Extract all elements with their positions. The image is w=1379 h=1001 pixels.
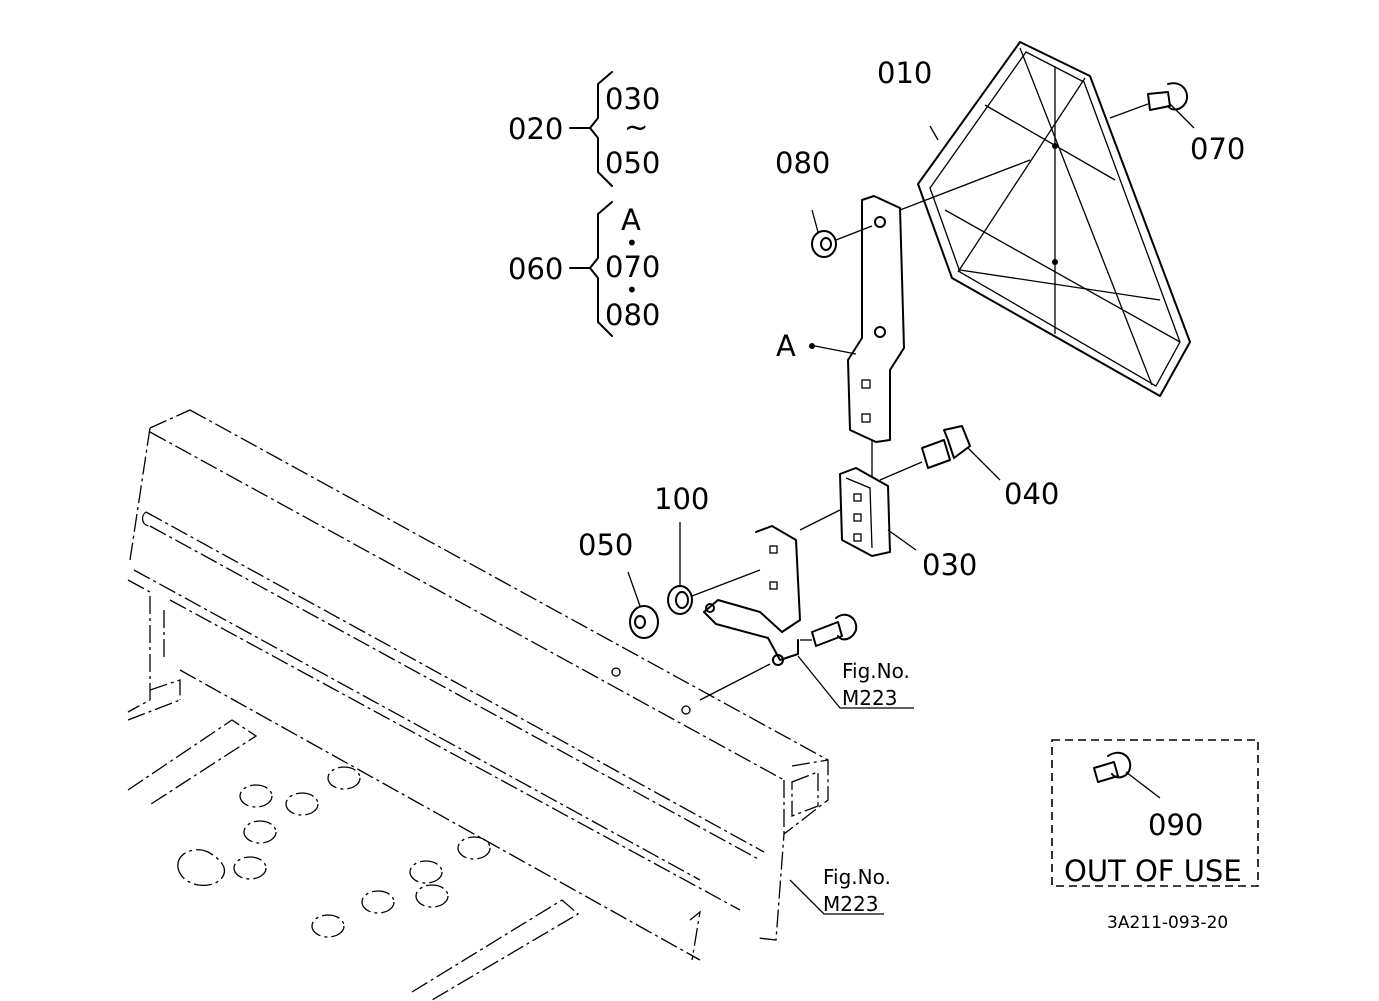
out-of-use-box — [1051, 739, 1259, 887]
clip-030 — [799, 467, 917, 557]
nut-080 — [811, 209, 873, 258]
label-010: 010 — [877, 56, 932, 90]
plate-a — [809, 159, 1031, 478]
label-030: 030 — [922, 548, 977, 582]
screw-m223 — [800, 613, 858, 647]
label-020: 020 — [508, 112, 563, 146]
label-a-group: A — [621, 203, 641, 237]
nut-050 — [627, 571, 659, 639]
label-080: 080 — [775, 146, 830, 180]
frame-beam — [127, 409, 829, 1001]
label-m223-2: M223 — [823, 892, 878, 916]
label-fig-no-1: Fig.No. — [842, 659, 910, 683]
reflector-010 — [917, 41, 1191, 397]
label-fig-no-2: Fig.No. — [823, 865, 891, 889]
group-bracket-060 — [569, 201, 613, 337]
label-tilde: ~ — [624, 110, 648, 144]
label-a: A — [776, 329, 796, 363]
label-040: 040 — [1004, 477, 1059, 511]
leader-lines — [789, 655, 914, 915]
label-m223-1: M223 — [842, 686, 897, 710]
label-060: 060 — [508, 252, 563, 286]
lower-bracket — [699, 525, 801, 701]
label-070: 070 — [1190, 132, 1245, 166]
label-100: 100 — [654, 482, 709, 516]
label-dot-1: • — [626, 231, 638, 255]
label-070-group: 070 — [605, 250, 660, 284]
label-030-group: 030 — [605, 82, 660, 116]
label-out-of-use: OUT OF USE — [1064, 854, 1242, 888]
washer-100 — [667, 522, 761, 615]
label-050-group: 050 — [605, 146, 660, 180]
label-080-group: 080 — [605, 298, 660, 332]
drawing-code: 3A211-093-20 — [1107, 913, 1228, 933]
label-050: 050 — [578, 528, 633, 562]
bolt-040 — [879, 425, 1001, 481]
group-bracket-020 — [569, 71, 613, 187]
label-090: 090 — [1148, 808, 1203, 842]
label-dot-2: • — [626, 278, 638, 302]
screw-070 — [1109, 82, 1195, 129]
